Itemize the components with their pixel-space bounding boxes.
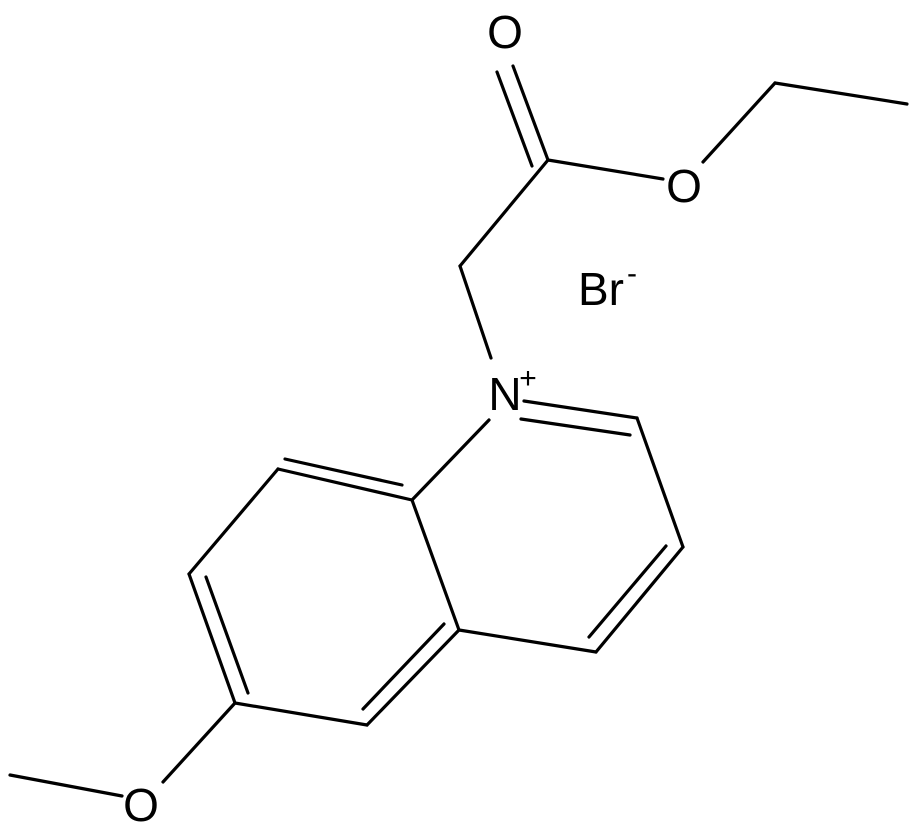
counterion-bromine-label: Br [578,263,624,315]
bond-c3-c4-inner [587,544,668,639]
bond-c6-methoxy-o [161,701,237,784]
bond-c4-c4a [457,628,598,654]
methoxy-oxygen-label: O [123,779,159,831]
bond-ethyl-ch3-ch2 [773,81,909,106]
bond-n-c2-inner [519,417,632,437]
bond-o-carbonyl-c [546,158,665,181]
bond-methoxy-o-ch3 [8,773,124,798]
bond-c3-c4-outer [594,545,685,654]
bond-c8-c7 [187,467,280,576]
bond-carbonyl-double-1 [511,64,550,162]
bond-c8a-n [410,418,491,502]
bond-c5-c4a-outer [365,628,461,727]
bond-c7-c6-outer [187,572,237,705]
carbonyl-oxygen-label: O [487,6,523,58]
bromide-negative-charge: - [627,257,637,290]
nitrogen-positive-charge: + [519,362,537,395]
bond-carbonyl-ch2 [458,158,550,268]
bond-ch2-nitrogen [458,264,493,360]
bond-c8a-c8-outer [276,467,414,502]
bond-c5-c4a-inner [361,622,446,711]
ester-oxygen-label: O [666,160,702,212]
bond-c8a-c8-inner [283,457,404,487]
bond-carbonyl-double-2 [495,70,534,168]
bond-c4a-c8a [410,498,461,632]
bond-c6-c5 [233,701,369,727]
bond-c2-c3 [635,416,685,549]
ring-nitrogen-label: N [488,368,521,420]
bond-n-c2-outer [522,399,639,420]
bond-c7-c6-inner [204,575,250,695]
bond-ethyl-ch2-o [701,81,777,164]
